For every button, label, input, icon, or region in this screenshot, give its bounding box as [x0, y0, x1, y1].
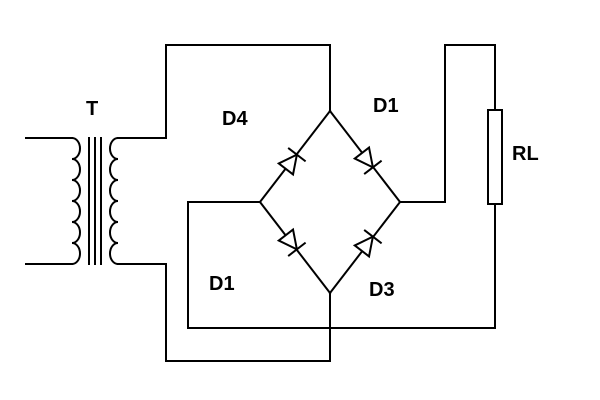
wire-secondary-top-to-bridge — [117, 44, 331, 139]
transformer-core — [88, 137, 102, 265]
transformer-label: T — [86, 98, 98, 120]
wire-secondary-bottom-to-bridge — [117, 263, 331, 362]
diode-label-d4: D4 — [222, 108, 248, 130]
primary-coil — [70, 136, 81, 266]
wire-bridge-right-to-load — [399, 44, 496, 203]
diode-d1-top — [352, 145, 383, 175]
diode-label-d1-top: D1 — [373, 95, 399, 117]
diode-d3 — [352, 229, 383, 259]
wire-load-to-bridge-left — [187, 201, 496, 329]
transformer-primary — [25, 136, 81, 266]
diode-label-d3: D3 — [369, 279, 395, 301]
load-resistor — [487, 109, 503, 205]
load-resistor-label: RL — [512, 143, 539, 165]
diode-d1-bottom — [276, 227, 307, 257]
diode-label-d1-bottom: D1 — [209, 273, 235, 295]
bridge-edges — [258, 109, 402, 295]
transformer-secondary — [109, 136, 120, 266]
diode-d4 — [276, 147, 307, 177]
